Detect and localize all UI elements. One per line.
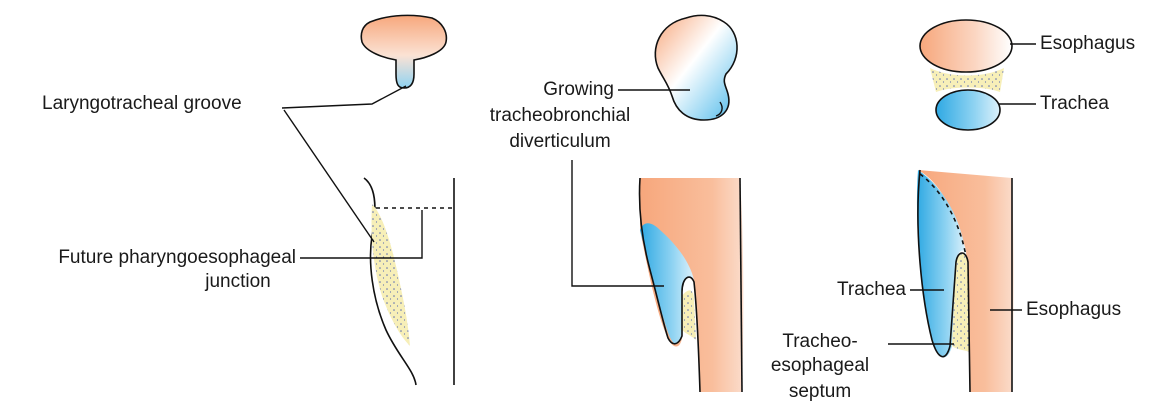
label-growing-1: Growing — [470, 78, 614, 102]
cross-section-trachea — [936, 90, 1000, 130]
label-esophagus-lower: Esophagus — [1026, 298, 1121, 322]
label-septum-3: septum — [760, 380, 880, 404]
cross-section-groove — [361, 15, 446, 88]
leader-junction — [300, 210, 422, 258]
leader-groove-top — [282, 86, 406, 108]
label-future-junction-2: junction — [40, 270, 436, 294]
label-esophagus-top: Esophagus — [1040, 32, 1135, 56]
cross-section-esophagus — [920, 20, 1012, 72]
panel-2-diverticulum — [572, 15, 743, 392]
leader-groove-bottom — [284, 110, 374, 242]
panel-1-groove — [282, 15, 454, 385]
label-laryngotracheal-groove: Laryngotracheal groove — [42, 92, 242, 116]
label-trachea-top: Trachea — [1040, 92, 1109, 116]
label-septum-1: Tracheo- — [760, 330, 880, 354]
mesenchyme-panel-2 — [682, 290, 696, 340]
label-septum-2: esophageal — [760, 354, 880, 378]
panel-3-separated — [888, 20, 1036, 392]
label-future-junction-1: Future pharyngoesophageal — [40, 246, 296, 270]
label-trachea-lower: Trachea — [760, 278, 906, 302]
label-growing-3: diverticulum — [430, 130, 690, 154]
label-growing-2: tracheobronchial — [430, 104, 690, 128]
